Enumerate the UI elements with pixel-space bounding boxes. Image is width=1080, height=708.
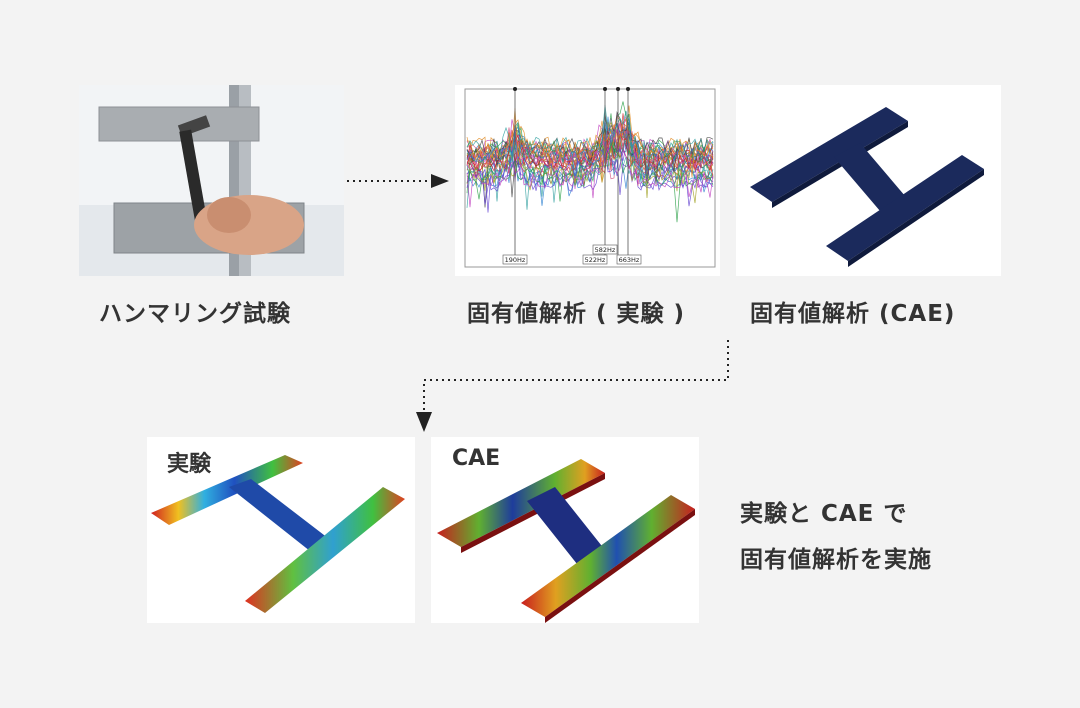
cae-model-panel <box>736 85 1001 276</box>
peak-frequency-label: 582Hz <box>595 246 616 254</box>
peak-marker-dot <box>603 87 607 91</box>
peak-frequency-label: 522Hz <box>585 256 606 264</box>
cae-mode-shape <box>431 437 699 623</box>
peak-frequency-label: 190Hz <box>505 256 526 264</box>
peak-frequency-label: 663Hz <box>619 256 640 264</box>
label-experiment: 実験 <box>167 452 212 477</box>
hammering-test-photo <box>79 85 344 276</box>
arrow-analysis-to-comparison <box>416 340 729 432</box>
peak-marker-dot <box>513 87 517 91</box>
comparison-note-line1: 実験と CAE で <box>740 501 908 527</box>
comparison-note-line2: 固有値解析を実施 <box>740 547 932 573</box>
caption-experiment-analysis: 固有値解析 ( 実験 ) <box>467 301 686 327</box>
h-shape-model <box>750 107 984 267</box>
caption-hammering-test: ハンマリング試験 <box>99 301 291 327</box>
arrow-photo-to-chart <box>347 174 449 188</box>
caption-cae-analysis: 固有値解析 (CAE) <box>750 301 956 327</box>
peak-marker-dot <box>616 87 620 91</box>
peak-marker-dot <box>626 87 630 91</box>
label-cae: CAE <box>452 446 501 471</box>
experiment-mode-shape <box>147 437 415 623</box>
